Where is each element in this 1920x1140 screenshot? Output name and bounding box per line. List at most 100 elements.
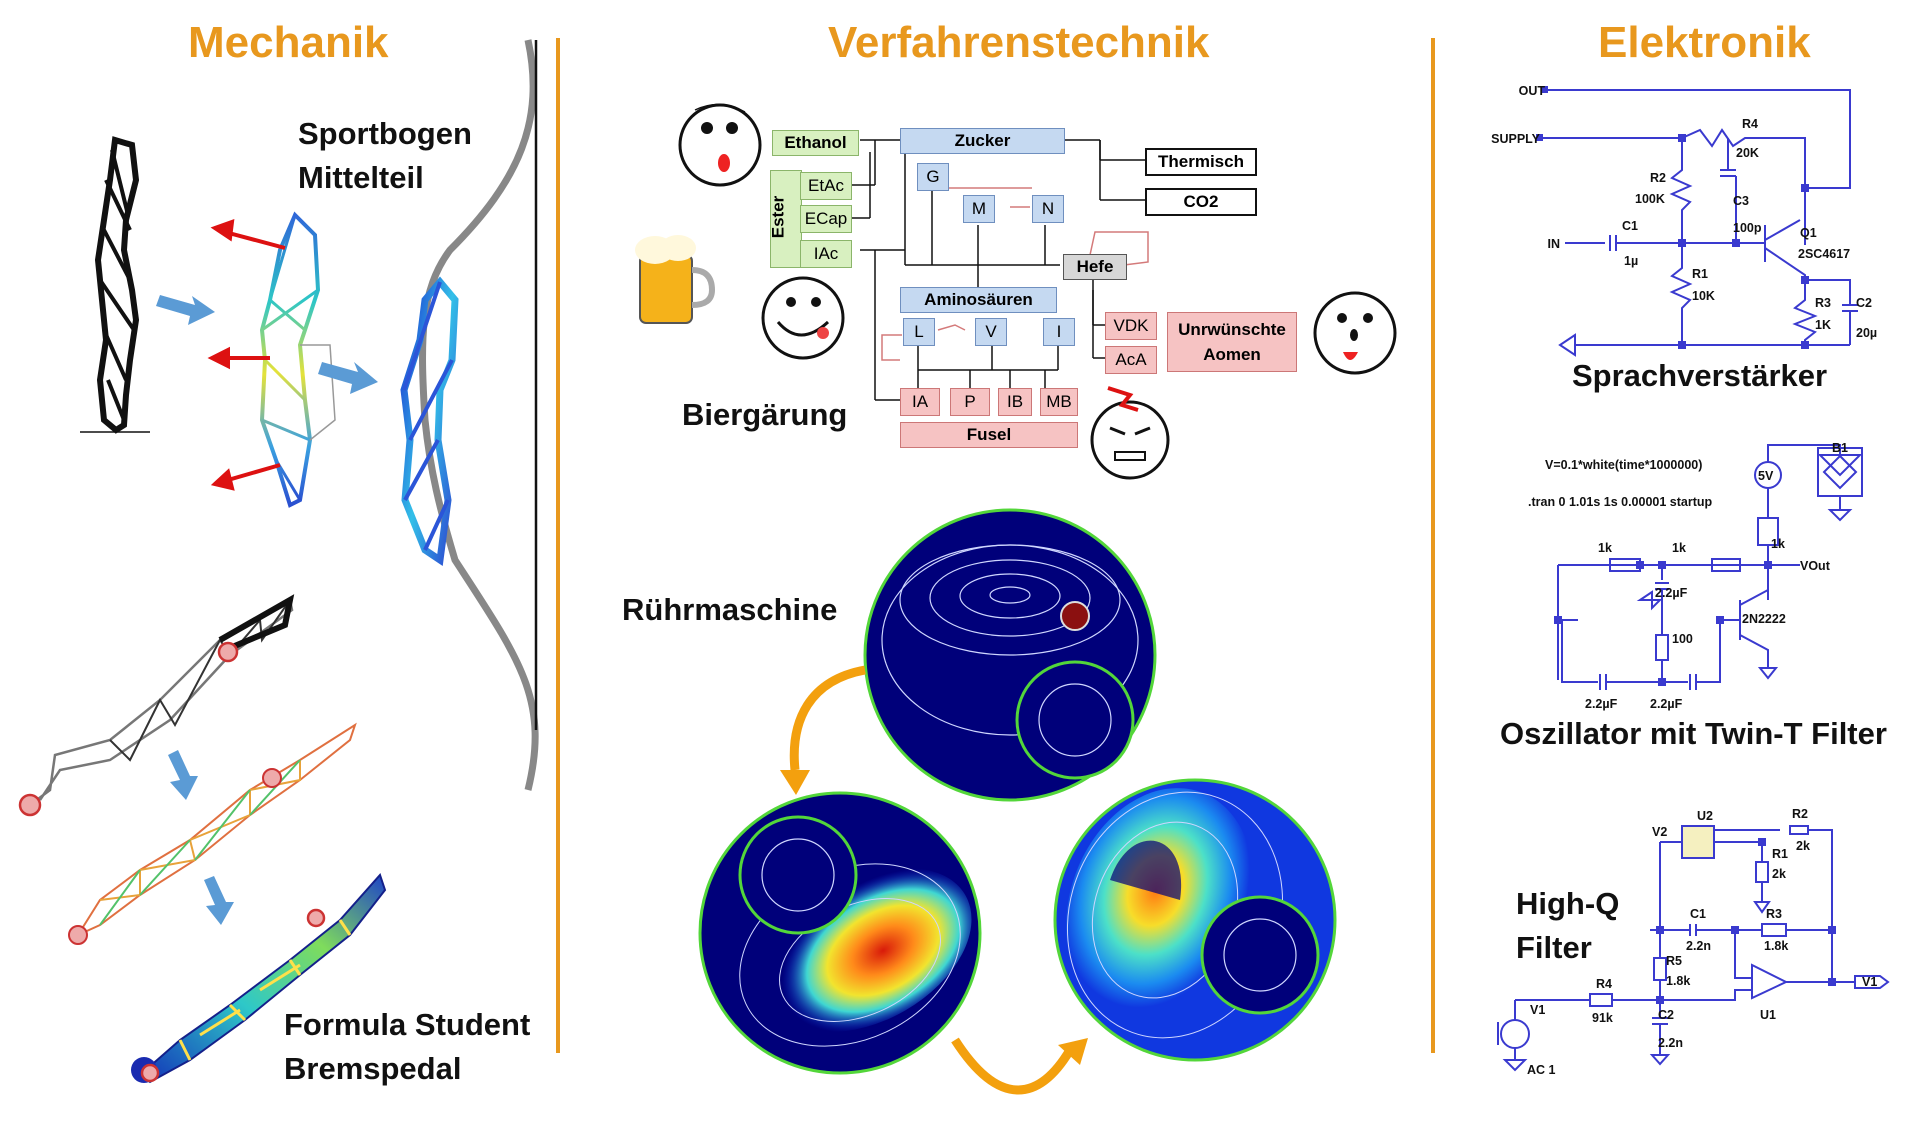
label-sportbogen-line1: Sportbogen xyxy=(298,116,472,151)
amp-c1-label: C1 xyxy=(1622,219,1638,233)
box-aminosaeuren: Aminosäuren xyxy=(900,287,1057,313)
mechanik-illustrations xyxy=(18,39,539,1084)
filt-v2: V2 xyxy=(1652,825,1667,839)
smiley-angry xyxy=(1090,386,1170,480)
box-p-label: P xyxy=(964,392,976,411)
box-v: V xyxy=(975,318,1007,346)
beer-mug-icon xyxy=(635,235,716,324)
filt-c2v: 2.2n xyxy=(1658,1036,1683,1050)
osc-5v: 5V xyxy=(1758,469,1774,483)
osc-transistor: 2N2222 xyxy=(1742,612,1786,626)
filt-r4v: 91k xyxy=(1592,1011,1613,1025)
box-iac: IAc xyxy=(800,240,852,268)
osc-r-100: 100 xyxy=(1672,632,1693,646)
label-ruehrmaschine: Rührmaschine xyxy=(622,592,838,627)
amp-r3-value: 1K xyxy=(1815,318,1831,332)
box-ib: IB xyxy=(998,388,1032,416)
fermentation-diagram xyxy=(635,103,1397,480)
box-co2: CO2 xyxy=(1145,188,1257,216)
osc-r-1k-b: 1k xyxy=(1672,541,1686,555)
mechanik-title: Mechanik xyxy=(188,18,389,67)
filt-u1: U1 xyxy=(1760,1008,1776,1022)
label-biergaerung: Biergärung xyxy=(682,397,848,432)
box-mb: MB xyxy=(1040,388,1078,416)
box-co2-label: CO2 xyxy=(1183,192,1219,211)
box-unwanted-line2: Aomen xyxy=(1203,345,1261,364)
box-zucker-label: Zucker xyxy=(954,131,1011,150)
box-v-label: V xyxy=(985,322,997,341)
box-m: M xyxy=(963,195,995,223)
label-bremspedal: Formula Student Bremspedal xyxy=(284,1003,530,1091)
osc-labels: V=0.1*white(time*1000000) .tran 0 1.01s … xyxy=(1528,441,1848,711)
bow-riser-topology xyxy=(80,136,150,434)
force-arrows xyxy=(207,219,286,491)
osc-vout: VOut xyxy=(1800,559,1831,573)
amp-in-label: IN xyxy=(1548,237,1561,251)
amp-r1-label: R1 xyxy=(1692,267,1708,281)
label-oszillator: Oszillator mit Twin-T Filter xyxy=(1500,716,1887,751)
smiley-disgust xyxy=(1313,291,1397,375)
osc-tran: .tran 0 1.01s 1s 0.00001 startup xyxy=(1528,495,1713,509)
amp-schematic xyxy=(1540,89,1858,357)
filt-r2: R2 xyxy=(1792,807,1808,821)
filt-r5: R5 xyxy=(1666,954,1682,968)
box-vdk: VDK xyxy=(1105,312,1157,340)
filt-r1: R1 xyxy=(1772,847,1788,861)
amp-labels: OUT SUPPLY IN R4 20K R2 100K C3 100p C1 … xyxy=(1491,84,1877,340)
box-ethanol: Ethanol xyxy=(772,130,859,156)
filt-r3: R3 xyxy=(1766,907,1782,921)
label-high-q-filter-line1: High-Q xyxy=(1516,886,1620,921)
filt-c2: C2 xyxy=(1658,1008,1674,1022)
label-bremspedal-line1: Formula Student xyxy=(284,1007,531,1042)
amp-c3-label: C3 xyxy=(1733,194,1749,208)
box-etac-label: EtAc xyxy=(808,176,844,195)
box-aca: AcA xyxy=(1105,346,1157,374)
arrow-right-icon xyxy=(156,295,215,325)
box-thermisch: Thermisch xyxy=(1145,148,1257,176)
pedal-fem-wireframe xyxy=(68,722,357,945)
amp-q1-value: 2SC4617 xyxy=(1798,247,1850,261)
smiley-confused xyxy=(678,103,762,187)
fermentation-arrows xyxy=(852,139,1145,401)
verfahrenstechnik-title: Verfahrenstechnik xyxy=(828,18,1210,67)
amp-r2-value: 100K xyxy=(1635,192,1665,206)
box-ester: Ester xyxy=(768,170,802,268)
pedal-topology xyxy=(18,594,295,817)
label-sportbogen-line2: Mittelteil xyxy=(298,160,424,195)
box-fusel: Fusel xyxy=(900,422,1078,448)
osc-c-22-c: 2.2µF xyxy=(1650,697,1683,711)
fermentation-red-arrows xyxy=(881,187,1149,361)
box-zucker: Zucker xyxy=(900,128,1065,154)
box-l: L xyxy=(903,318,935,346)
amp-r4-value: 20K xyxy=(1736,146,1759,160)
box-n-label: N xyxy=(1041,199,1055,218)
smiley-happy xyxy=(761,276,845,360)
amp-supply-label: SUPPLY xyxy=(1491,132,1541,146)
divider-left xyxy=(556,38,560,1053)
box-ib-label: IB xyxy=(1006,392,1024,411)
filt-r1v: 2k xyxy=(1772,867,1786,881)
box-fusel-label: Fusel xyxy=(966,425,1012,444)
flow-arrow-2 xyxy=(951,1037,1074,1095)
elektronik-title: Elektronik xyxy=(1598,18,1811,67)
amp-c2-label: C2 xyxy=(1856,296,1872,310)
filt-c1: C1 xyxy=(1690,907,1706,921)
mixer-state-3 xyxy=(1053,778,1337,1062)
flow-arrow-1 xyxy=(789,665,866,771)
box-ethanol-label: Ethanol xyxy=(784,133,847,152)
label-bremspedal-line2: Bremspedal xyxy=(284,1051,462,1086)
box-ia: IA xyxy=(900,388,940,416)
arrow-down-icon-2 xyxy=(204,876,234,925)
mixer-state-2 xyxy=(698,791,982,1075)
label-sportbogen: Sportbogen Mittelteil xyxy=(298,112,472,200)
box-g-label: G xyxy=(926,167,940,186)
filt-c1v: 2.2n xyxy=(1686,939,1711,953)
box-mb-label: MB xyxy=(1046,392,1072,411)
mixer-state-1 xyxy=(863,508,1157,802)
box-unwanted: Unrwünschte Aomen xyxy=(1167,312,1297,372)
amp-r2-label: R2 xyxy=(1650,171,1666,185)
box-vdk-label: VDK xyxy=(1113,316,1149,335)
filter-schematic xyxy=(1497,825,1890,1072)
osc-c-22-b: 2.2µF xyxy=(1585,697,1618,711)
